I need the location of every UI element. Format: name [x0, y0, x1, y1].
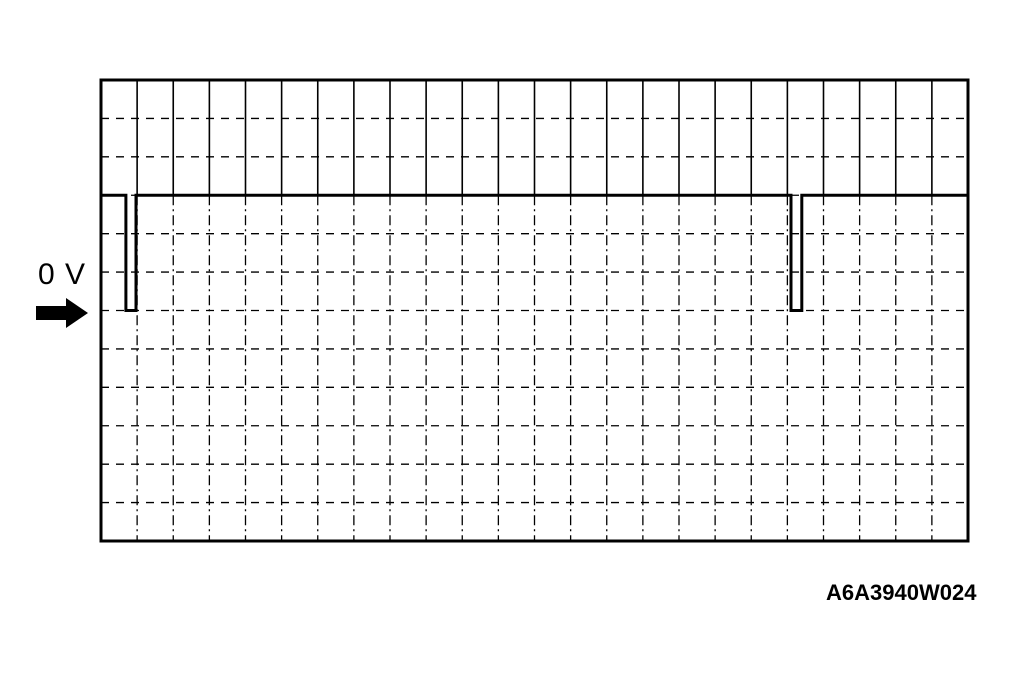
figure-id-label: A6A3940W024 [826, 580, 977, 605]
arrow-right-icon [36, 298, 88, 328]
grid-lines [101, 80, 968, 541]
zero-volt-label: 0 V [38, 258, 87, 291]
waveform-trace [101, 193, 968, 312]
chart-frame [99, 78, 970, 543]
